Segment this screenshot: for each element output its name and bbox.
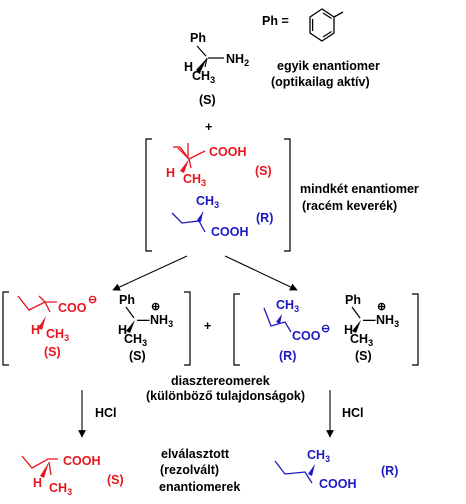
- salt-s-config-label: (S): [44, 345, 61, 359]
- acid-s-cooh-label: COOH: [209, 145, 247, 159]
- resolved-note-line2: (rezolvált): [160, 463, 219, 477]
- amine-config-label: (S): [199, 93, 216, 107]
- salt-r-cation-config: (S): [355, 349, 372, 363]
- acid-s: COOH H CH3 (S): [166, 143, 272, 188]
- acid-r-methyl-label: CH3: [196, 194, 219, 210]
- amine-methyl-label: CH3: [192, 69, 215, 85]
- racemate-bracket-left: [145, 138, 152, 252]
- acid-s-methyl-label: CH3: [183, 172, 206, 188]
- resolved-note-line1: elválasztott: [161, 447, 230, 461]
- product-acid-r: CH3 COOH (R): [274, 448, 398, 491]
- amine-note-line2: (optikailag aktív): [271, 75, 370, 89]
- salt-r-bracket-right: [412, 293, 419, 366]
- salt-s-cation-nh3: NH3: [150, 313, 173, 329]
- salt-s-cation: Ph — NH3 ⊕ H CH3 (S): [118, 293, 173, 363]
- product-acid-s: COOH H CH3 (S): [21, 454, 124, 497]
- product-s-config-label: (S): [107, 473, 124, 487]
- wedge-bond: [196, 58, 207, 73]
- salt-s-cation-methyl: CH3: [124, 332, 147, 348]
- product-s-cooh-label: COOH: [63, 454, 101, 468]
- diastereomer-note-line1: diasztereomerek: [171, 374, 270, 388]
- salt-r-cation-methyl: CH3: [350, 332, 373, 348]
- amine-nh2-label: NH2: [226, 52, 249, 68]
- salt-s-cation-h: H: [118, 323, 127, 337]
- product-s-methyl-label: CH3: [49, 481, 72, 497]
- salt-s-anion: COO ⊖ H CH3 (S): [17, 294, 97, 359]
- arrow-to-salt-s: [112, 255, 188, 291]
- salt-r-config-label: (R): [279, 349, 296, 363]
- salt-s-anion-charge: ⊖: [88, 294, 97, 306]
- salt-r-cation-charge: ⊕: [377, 301, 386, 313]
- plus-sign: +: [205, 120, 212, 134]
- salt-r-cation-h: H: [344, 323, 353, 337]
- salt-s-cation-config: (S): [129, 349, 146, 363]
- product-r-methyl-label: CH3: [307, 448, 330, 464]
- salt-s-bracket-left: [2, 291, 9, 366]
- product-r-config-label: (R): [381, 464, 398, 478]
- salt-r-cation: Ph — NH3 ⊕ H CH3 (S): [344, 293, 399, 363]
- salt-s-cation-charge: ⊕: [151, 301, 160, 313]
- benzene-ring-icon: [309, 8, 344, 42]
- salt-r-cation-nh3: NH3: [376, 313, 399, 329]
- salt-s-cation-dash: —: [137, 313, 150, 327]
- acid-s-h-label: H: [166, 166, 175, 180]
- product-r-cooh-label: COOH: [319, 477, 357, 491]
- salt-r-cation-dash: —: [363, 313, 376, 327]
- amine-ph-label: Ph: [190, 31, 206, 45]
- salt-r-bracket-left: [233, 293, 240, 366]
- salt-r-methyl-label: CH3: [276, 298, 299, 314]
- racemate-note-line1: mindkét enantiomer: [300, 182, 419, 196]
- hcl-right-label: HCl: [342, 406, 364, 420]
- racemate-note-line2: (racém keverék): [302, 199, 397, 213]
- ph-definition-label: Ph =: [262, 14, 289, 28]
- salt-r-coo-label: COO: [292, 329, 321, 343]
- acid-r-cooh-label: COOH: [211, 225, 249, 239]
- salt-r-anion: CH3 COO ⊖ (R): [263, 298, 330, 363]
- amine-note-line1: egyik enantiomer: [277, 59, 380, 73]
- salt-plus-sign: +: [204, 319, 211, 333]
- product-s-h-label: H: [33, 476, 42, 490]
- salt-s-coo-label: COO: [58, 301, 87, 315]
- salt-s-h-label: H: [31, 323, 40, 337]
- racemate-bracket-right: [284, 138, 291, 252]
- salt-s-methyl-label: CH3: [46, 327, 69, 343]
- salt-s-bracket-right: [184, 291, 191, 366]
- salt-r-anion-charge: ⊖: [321, 323, 330, 335]
- acid-s-config-label: (S): [255, 164, 272, 178]
- diastereomer-note-line2: (különböző tulajdonságok): [146, 389, 305, 403]
- hcl-left-label: HCl: [95, 406, 117, 420]
- resolved-note-line3: enantiomerek: [159, 480, 240, 494]
- salt-s-cation-ph: Ph: [119, 293, 135, 307]
- amine-h-label: H: [184, 60, 193, 74]
- arrow-to-salt-r: [224, 255, 298, 291]
- chiral-amine: Ph NH2 H CH3 (S): [184, 31, 249, 107]
- salt-r-cation-ph: Ph: [345, 293, 361, 307]
- acid-r: CH3 COOH (R): [171, 194, 273, 239]
- acid-r-config-label: (R): [256, 211, 273, 225]
